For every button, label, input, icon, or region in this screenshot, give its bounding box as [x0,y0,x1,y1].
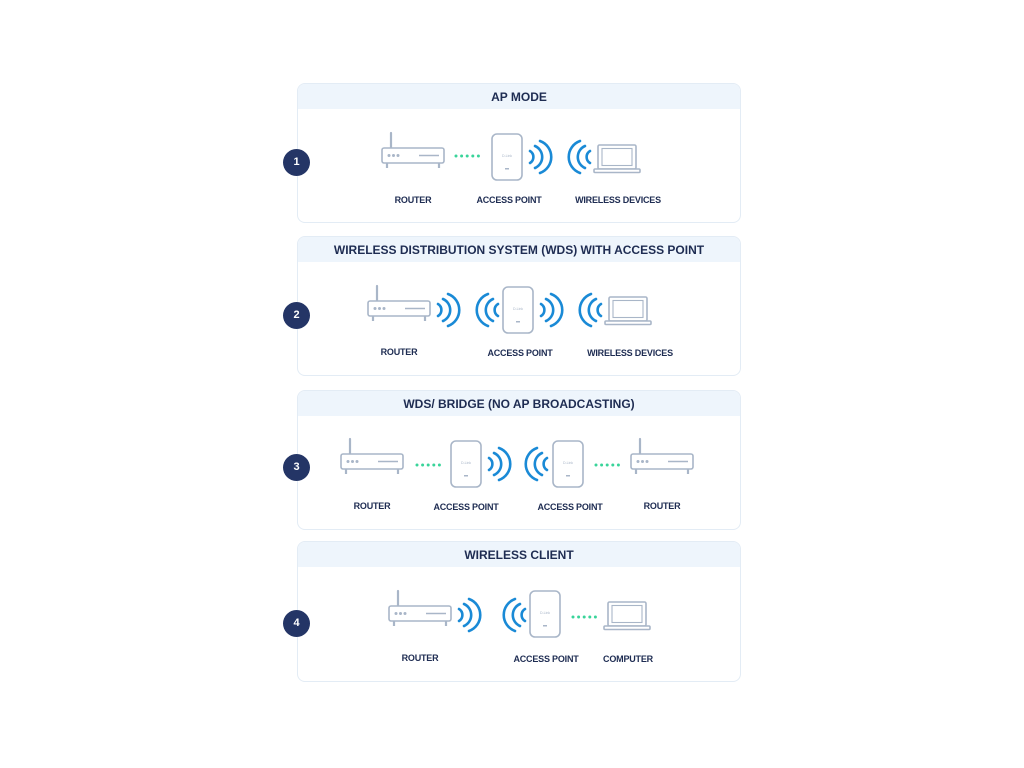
device-brand-text: D-Link [540,611,550,615]
step-number-badge: 4 [283,610,310,637]
wifi-signal-icon [475,292,501,328]
router-icon [367,284,431,323]
panel-title: AP MODE [298,84,740,109]
step-number-badge: 3 [283,454,310,481]
wifi-signal-icon [538,292,564,328]
label-access-point: ACCESS POINT [487,348,553,358]
wired-link-dots [594,463,622,467]
router-icon [340,437,404,476]
laptop-icon [604,296,652,326]
device-brand-text: D-Link [502,154,512,158]
access-point-icon: D-Link [491,133,523,181]
step-number-badge: 1 [283,149,310,176]
label-router: ROUTER [643,501,681,511]
router-icon [388,589,452,628]
panel-title: WDS/ BRIDGE (NO AP BROADCASTING) [298,391,740,416]
access-point-icon: D-Link [502,286,534,334]
label-router: ROUTER [380,347,418,357]
wifi-signal-icon [527,139,553,175]
panel-wireless-client: WIRELESS CLIENT [297,541,741,682]
wifi-signal-icon [524,446,550,482]
label-wireless-devices: WIRELESS DEVICES [575,195,661,205]
device-brand-text: D-Link [513,307,523,311]
wired-link-dots [415,463,443,467]
device-brand-text: D-Link [461,461,471,465]
laptop-icon [603,601,651,631]
wifi-signal-icon [456,597,482,633]
wifi-signal-icon [435,292,461,328]
label-router: ROUTER [401,653,439,663]
wired-link-dots [454,154,482,158]
label-access-point: ACCESS POINT [537,502,603,512]
label-computer: COMPUTER [603,654,653,664]
wired-link-dots [571,615,599,619]
access-point-icon: D-Link [552,440,584,488]
label-router: ROUTER [394,195,432,205]
wifi-signal-icon [486,446,512,482]
access-point-icon: D-Link [529,590,561,638]
wifi-signal-icon [502,597,528,633]
label-access-point: ACCESS POINT [433,502,499,512]
label-access-point: ACCESS POINT [476,195,542,205]
laptop-icon [593,144,641,174]
panel-title: WIRELESS CLIENT [298,542,740,567]
router-icon [630,437,694,476]
label-router: ROUTER [353,501,391,511]
access-point-icon: D-Link [450,440,482,488]
router-icon [381,131,445,170]
panel-title: WIRELESS DISTRIBUTION SYSTEM (WDS) WITH … [298,237,740,262]
wifi-signal-icon [578,292,604,328]
device-brand-text: D-Link [563,461,573,465]
label-access-point: ACCESS POINT [513,654,579,664]
step-number-badge: 2 [283,302,310,329]
label-wireless-devices: WIRELESS DEVICES [587,348,673,358]
panel-ap-mode: AP MODE [297,83,741,223]
wifi-signal-icon [567,139,593,175]
